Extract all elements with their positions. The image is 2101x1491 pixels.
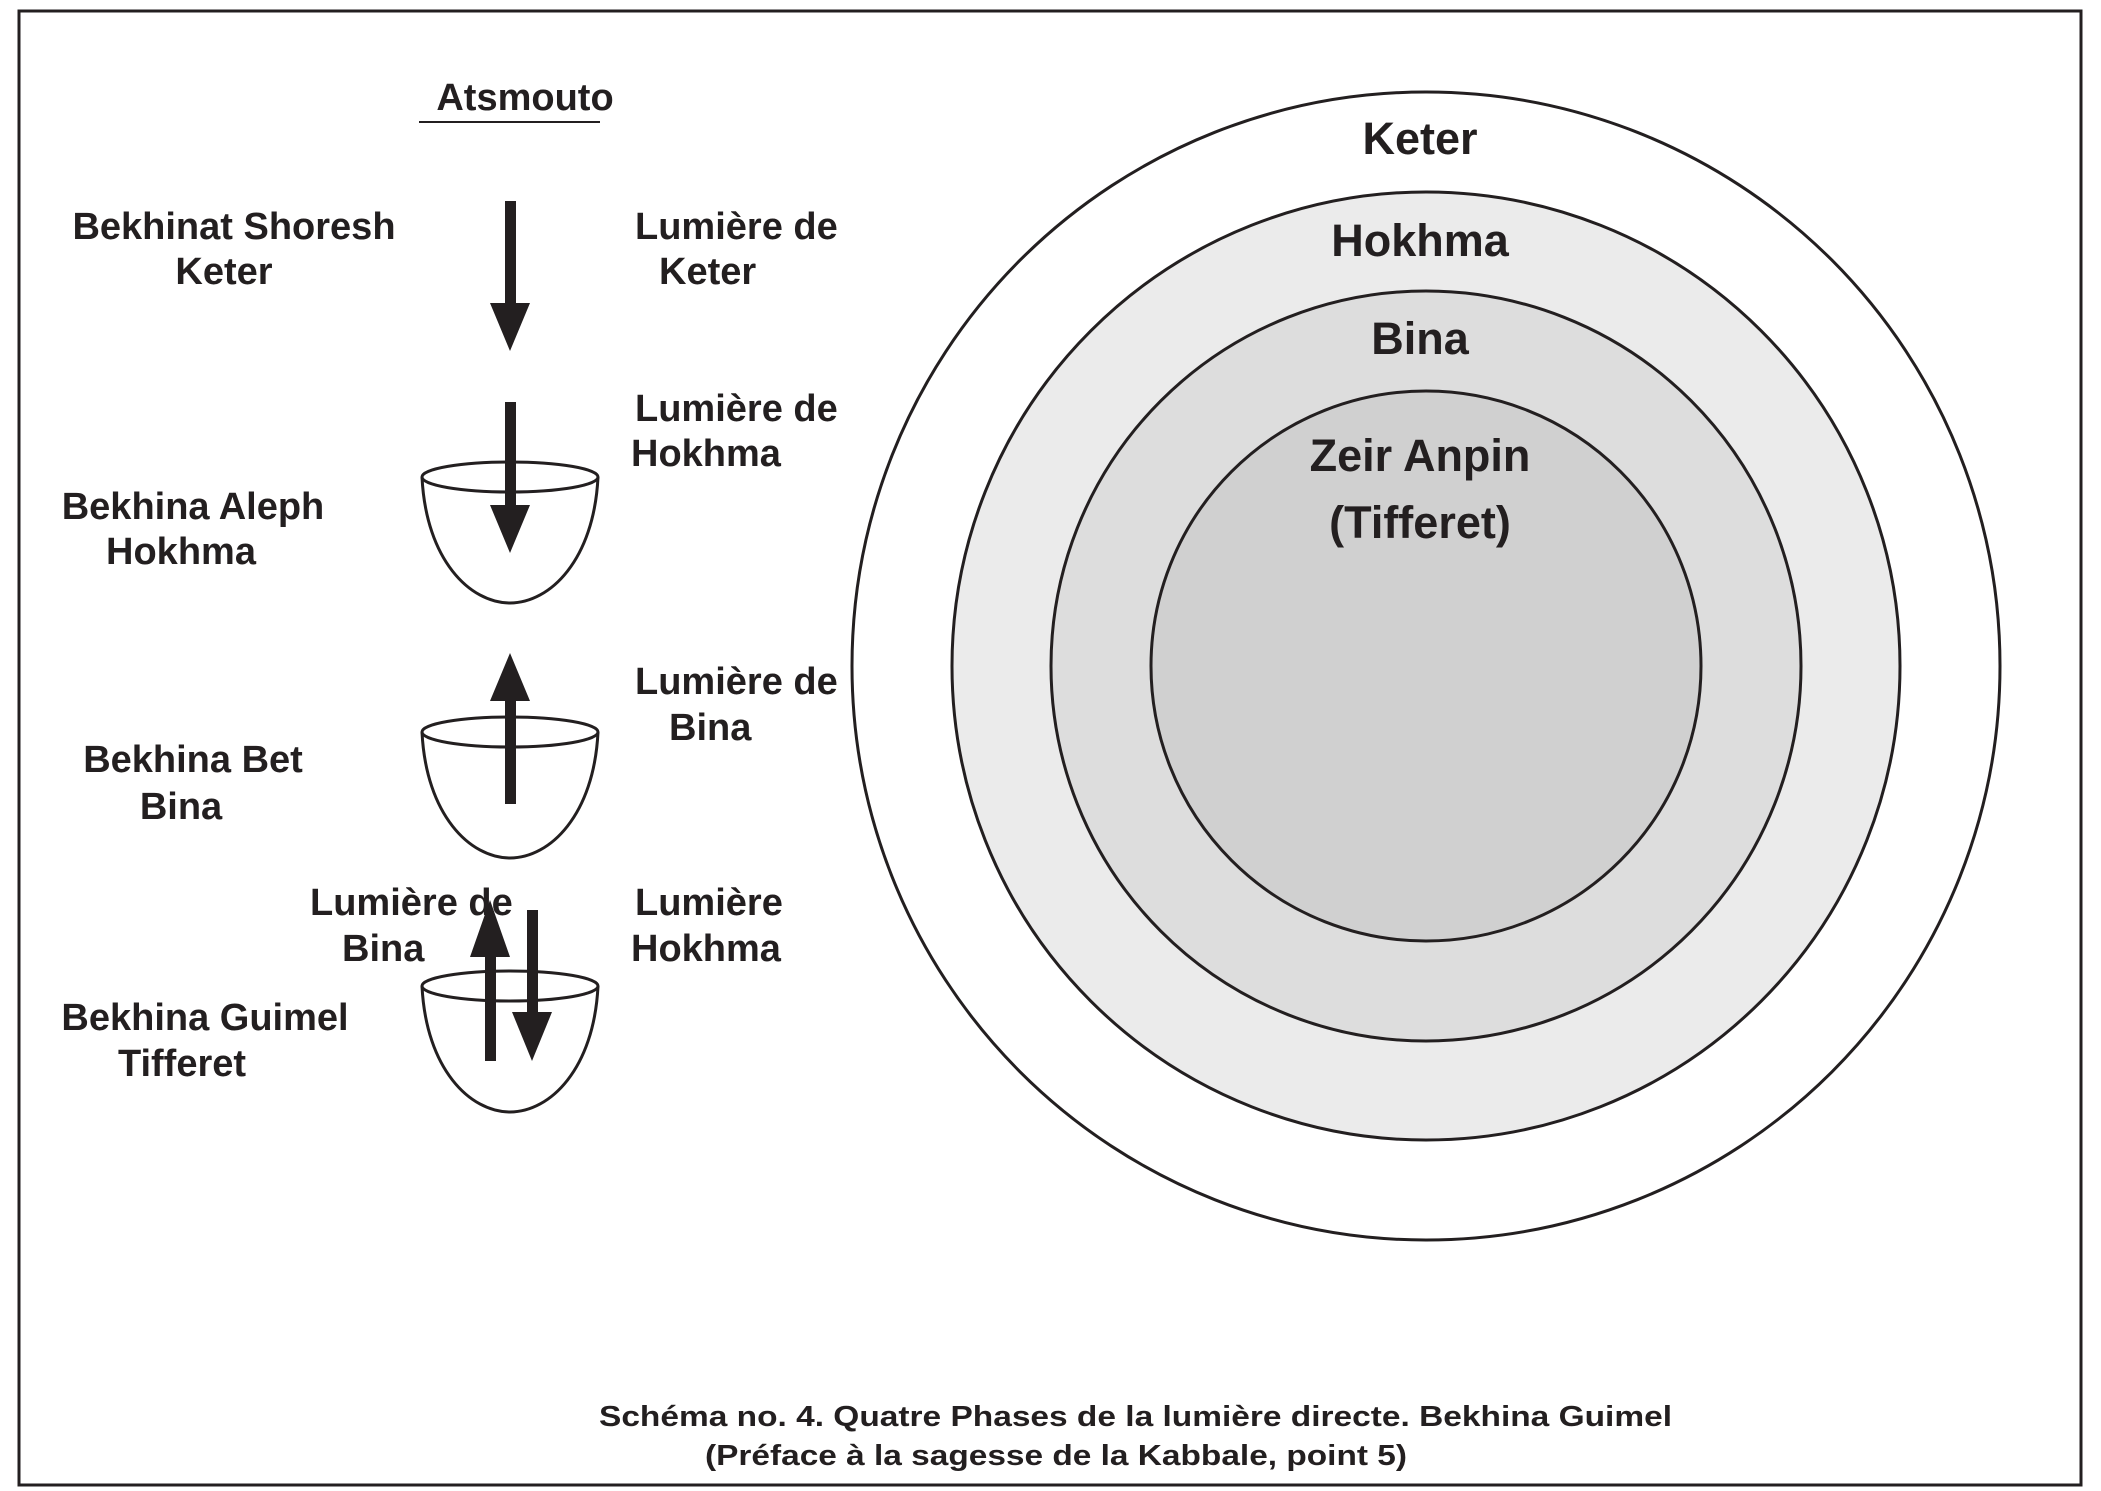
light-guimel-hokhma-line1: Lumière (635, 882, 783, 924)
circle-label-zeir-anpin: Zeir Anpin (1310, 430, 1531, 481)
circle-label-bina: Bina (1371, 313, 1469, 364)
circle-zeir-anpin (1149, 389, 1703, 943)
vessel-guimel-icon (420, 969, 600, 1114)
phase-guimel-label: Bekhina Guimel (61, 997, 348, 1039)
light-keter-line1: Lumière de (635, 206, 838, 248)
phase-bet-sefira: Bina (140, 786, 223, 828)
arrow-down-icon (490, 402, 530, 553)
phase-aleph-sefira: Hokhma (106, 531, 257, 573)
arrow-down-icon (512, 910, 552, 1061)
phase-aleph-label: Bekhina Aleph (62, 486, 325, 528)
circle-label-keter: Keter (1362, 113, 1477, 164)
phase-guimel-sefira: Tifferet (118, 1043, 246, 1085)
arrow-up-icon (470, 900, 510, 1061)
light-hokhma-line1: Lumière de (635, 388, 838, 430)
title-atsmouto: Atsmouto (436, 77, 613, 119)
light-guimel-bina-line2: Bina (342, 928, 425, 970)
light-bina-line1: Lumière de (635, 661, 838, 703)
light-bina-line2: Bina (669, 707, 752, 749)
phase-bet-label: Bekhina Bet (83, 739, 303, 781)
arrow-up-icon (490, 653, 530, 804)
phase-shoresh-label: Bekhinat Shoresh (72, 206, 395, 248)
arrow-down-icon (490, 201, 530, 351)
light-keter-line2: Keter (659, 251, 756, 293)
circle-label-hokhma: Hokhma (1331, 215, 1510, 266)
light-guimel-hokhma-line2: Hokhma (631, 928, 782, 970)
caption-line2: (Préface à la sagesse de la Kabbale, poi… (705, 1440, 1407, 1472)
circle-label-tifferet: (Tifferet) (1329, 497, 1511, 548)
light-hokhma-line2: Hokhma (631, 433, 782, 475)
caption-line1: Schéma no. 4. Quatre Phases de la lumièr… (599, 1401, 1672, 1433)
phase-shoresh-sefira: Keter (175, 251, 272, 293)
light-guimel-bina-line1: Lumière de (310, 882, 513, 924)
